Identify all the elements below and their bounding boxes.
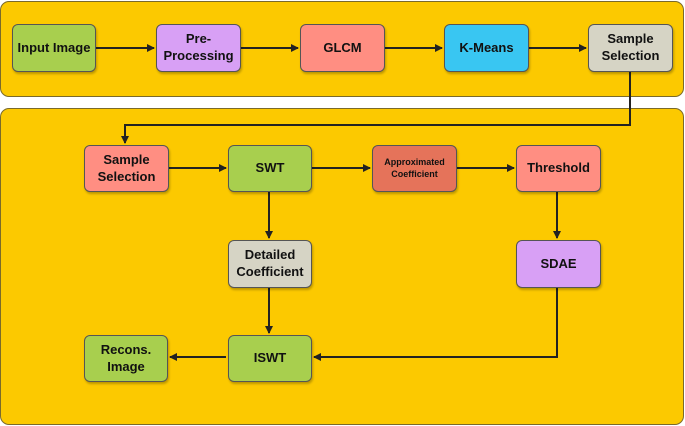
arrow-top-sample-to-bottom-sample [121,72,631,144]
threshold-box: Threshold [516,145,601,192]
sample-selection-top-box: Sample Selection [588,24,673,72]
input-image-box: Input Image [12,24,96,72]
pre-processing-box: Pre- Processing [156,24,241,72]
k-means-box: K-Means [444,24,529,72]
sdae-box: SDAE [516,240,601,288]
arrow-sdae-to-iswt [313,288,558,361]
iswt-box: ISWT [228,335,312,382]
swt-box: SWT [228,145,312,192]
sample-selection-box: Sample Selection [84,145,169,192]
detailed-coefficient-box: Detailed Coefficient [228,240,312,288]
glcm-box: GLCM [300,24,385,72]
approximated-coefficient-box: Approximated Coefficient [372,145,457,192]
recons-image-box: Recons. Image [84,335,168,382]
